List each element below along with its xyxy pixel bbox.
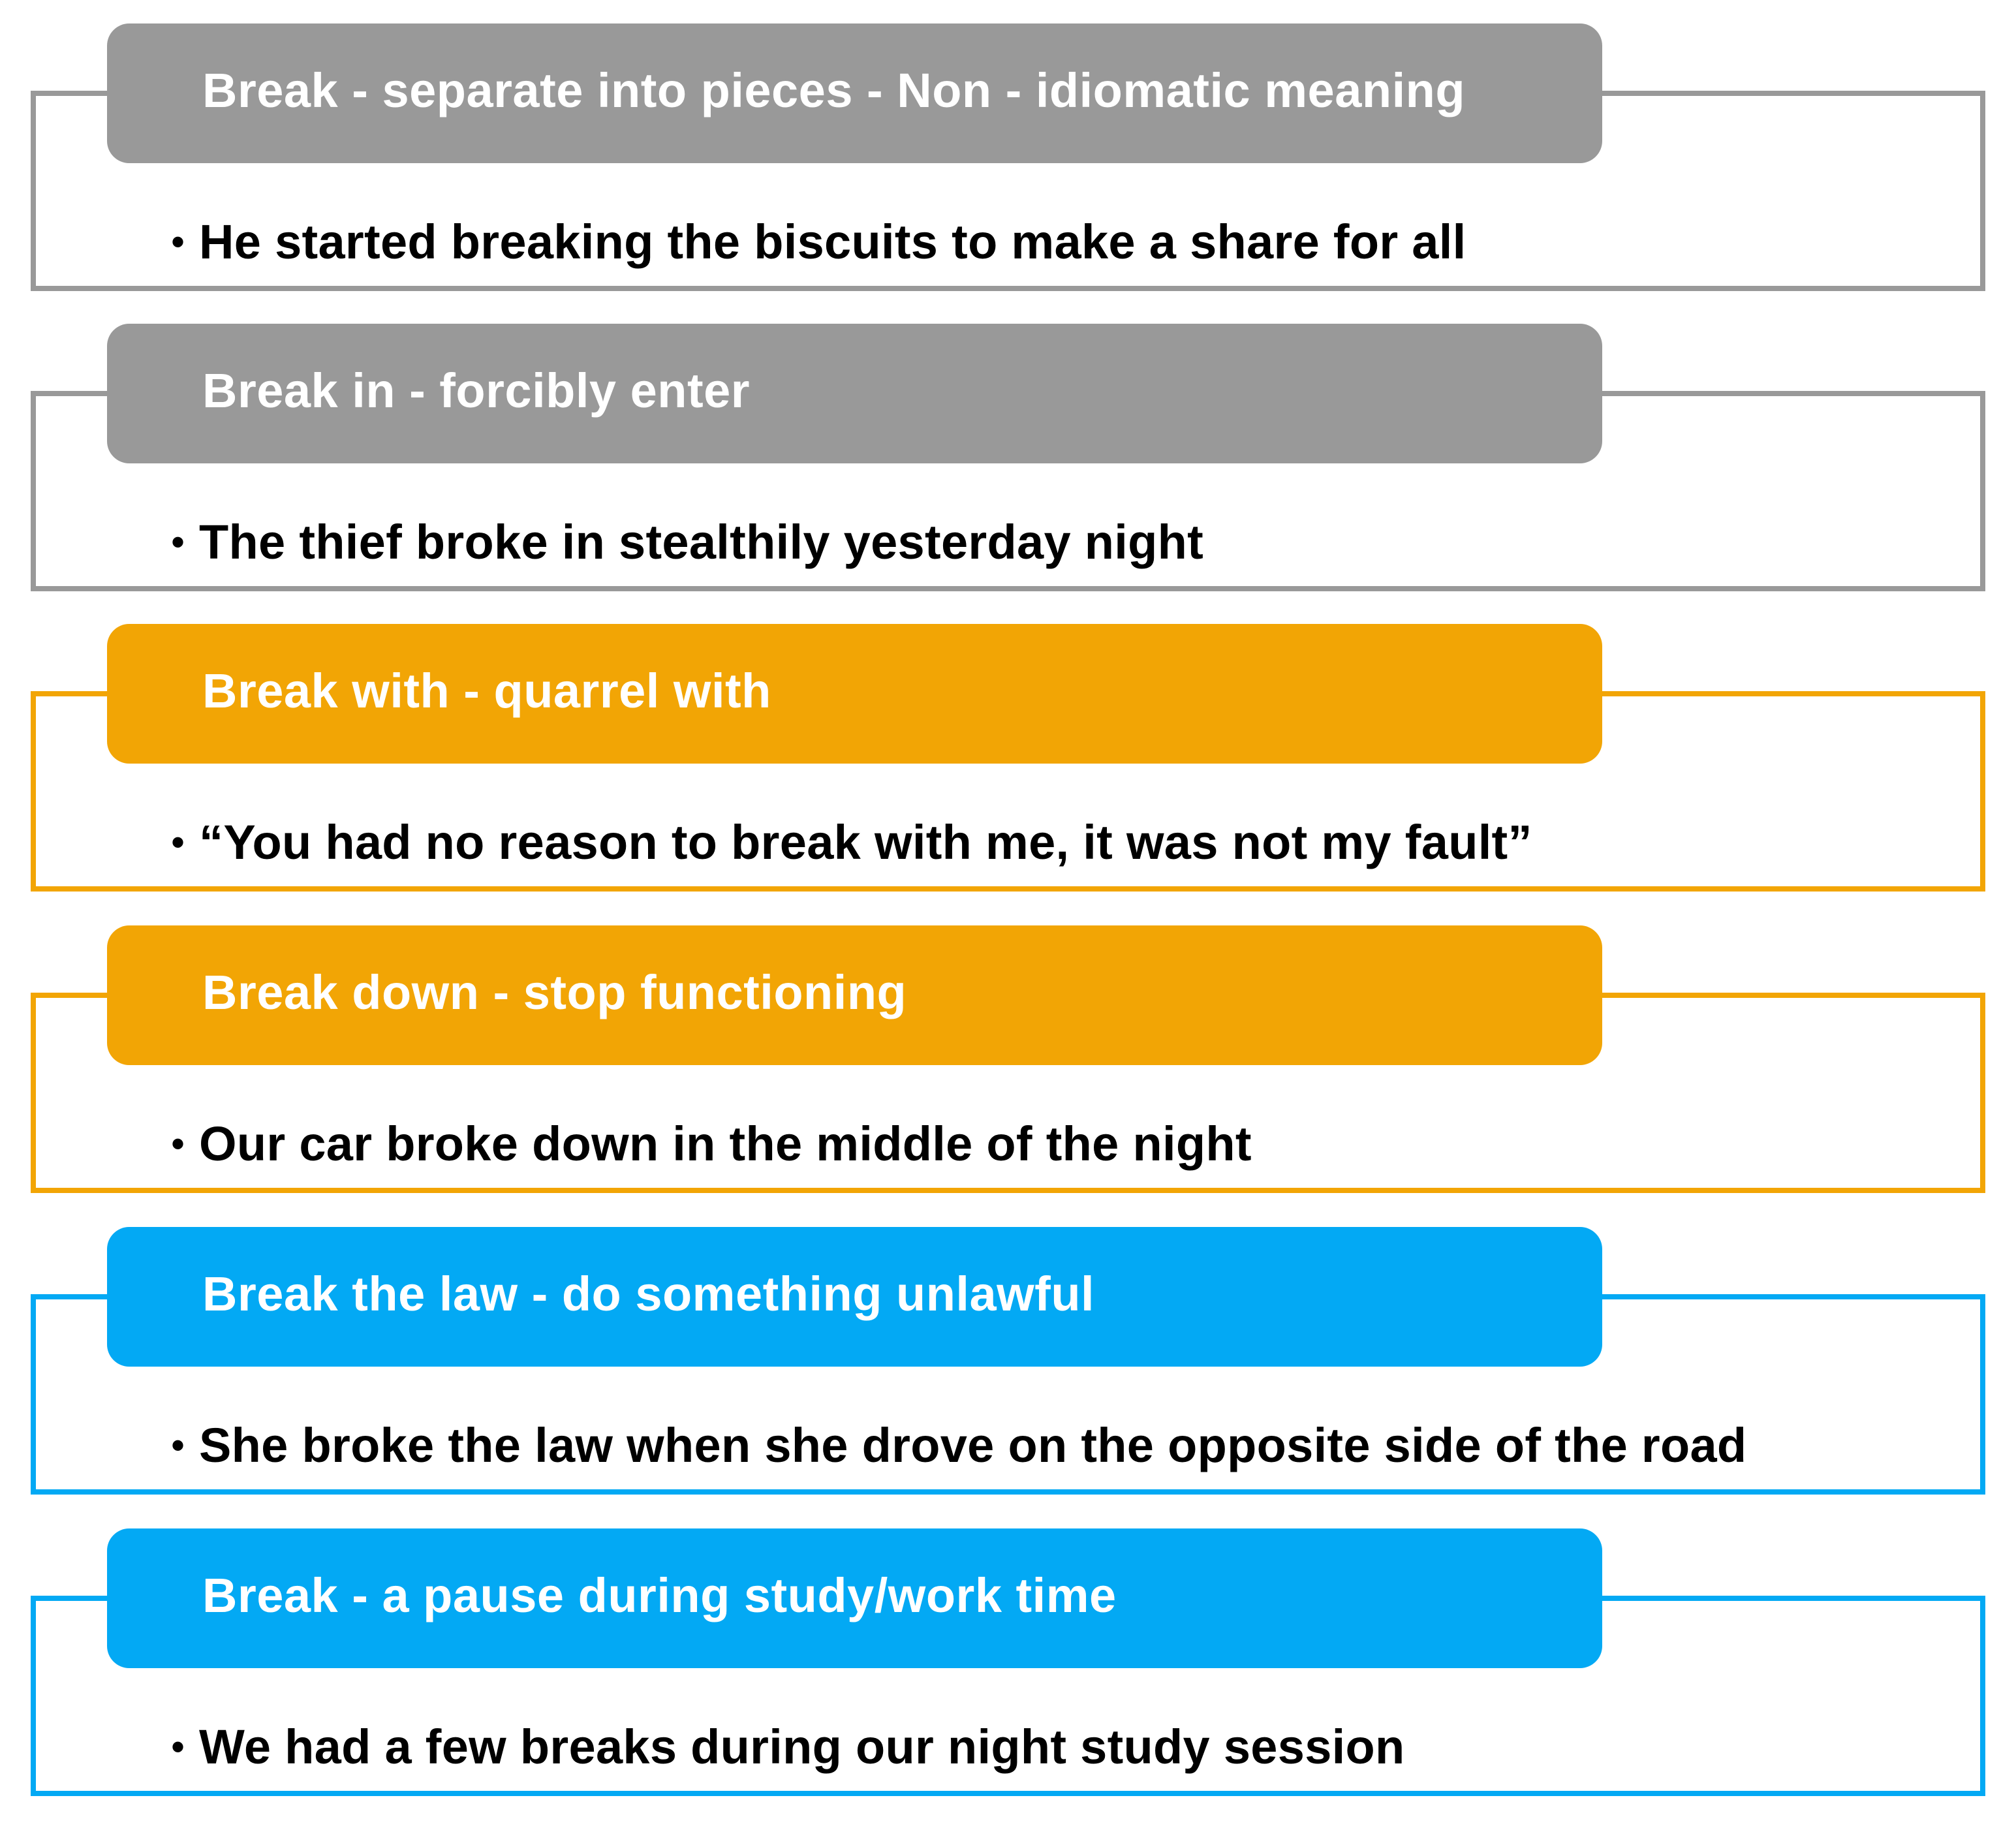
example-sentence: The thief broke in stealthily yesterday … [199, 515, 1204, 569]
example-row: • He started breaking the biscuits to ma… [171, 214, 1466, 270]
card-heading-bar: Break the law - do something unlawful [107, 1227, 1602, 1367]
bullet-icon: • [171, 520, 185, 564]
example-row: • We had a few breaks during our night s… [171, 1719, 1405, 1775]
card-heading-bar: Break in - forcibly enter [107, 324, 1602, 463]
card-heading: Break down - stop functioning [202, 965, 907, 1019]
phrase-card-3: Break with - quarrel with • “You had no … [0, 624, 2016, 925]
phrase-card-4: Break down - stop functioning • Our car … [0, 925, 2016, 1227]
card-heading: Break - a pause during study/work time [202, 1568, 1117, 1622]
card-heading: Break in - forcibly enter [202, 363, 751, 418]
card-heading: Break - separate into pieces - Non - idi… [202, 63, 1466, 117]
example-sentence: “You had no reason to break with me, it … [199, 815, 1532, 869]
example-sentence: We had a few breaks during our night stu… [199, 1720, 1405, 1774]
card-heading: Break with - quarrel with [202, 663, 771, 718]
card-heading-bar: Break - separate into pieces - Non - idi… [107, 23, 1602, 163]
example-row: • She broke the law when she drove on th… [171, 1418, 1746, 1473]
bullet-icon: • [171, 1724, 185, 1769]
bullet-icon: • [171, 1423, 185, 1467]
phrase-card-6: Break - a pause during study/work time •… [0, 1528, 2016, 1830]
card-heading: Break the law - do something unlawful [202, 1266, 1095, 1321]
phrase-card-1: Break - separate into pieces - Non - idi… [0, 23, 2016, 325]
example-sentence: She broke the law when she drove on the … [199, 1418, 1747, 1472]
phrase-card-5: Break the law - do something unlawful • … [0, 1227, 2016, 1528]
example-sentence: He started breaking the biscuits to make… [199, 215, 1466, 269]
example-row: • “You had no reason to break with me, i… [171, 814, 1532, 870]
example-sentence: Our car broke down in the middle of the … [199, 1117, 1252, 1171]
bullet-icon: • [171, 1121, 185, 1166]
bullet-icon: • [171, 219, 185, 264]
example-row: • The thief broke in stealthily yesterda… [171, 514, 1203, 570]
example-row: • Our car broke down in the middle of th… [171, 1116, 1252, 1171]
phrase-card-2: Break in - forcibly enter • The thief br… [0, 324, 2016, 625]
card-heading-bar: Break down - stop functioning [107, 925, 1602, 1065]
card-heading-bar: Break with - quarrel with [107, 624, 1602, 764]
bullet-icon: • [171, 820, 185, 864]
card-heading-bar: Break - a pause during study/work time [107, 1528, 1602, 1668]
